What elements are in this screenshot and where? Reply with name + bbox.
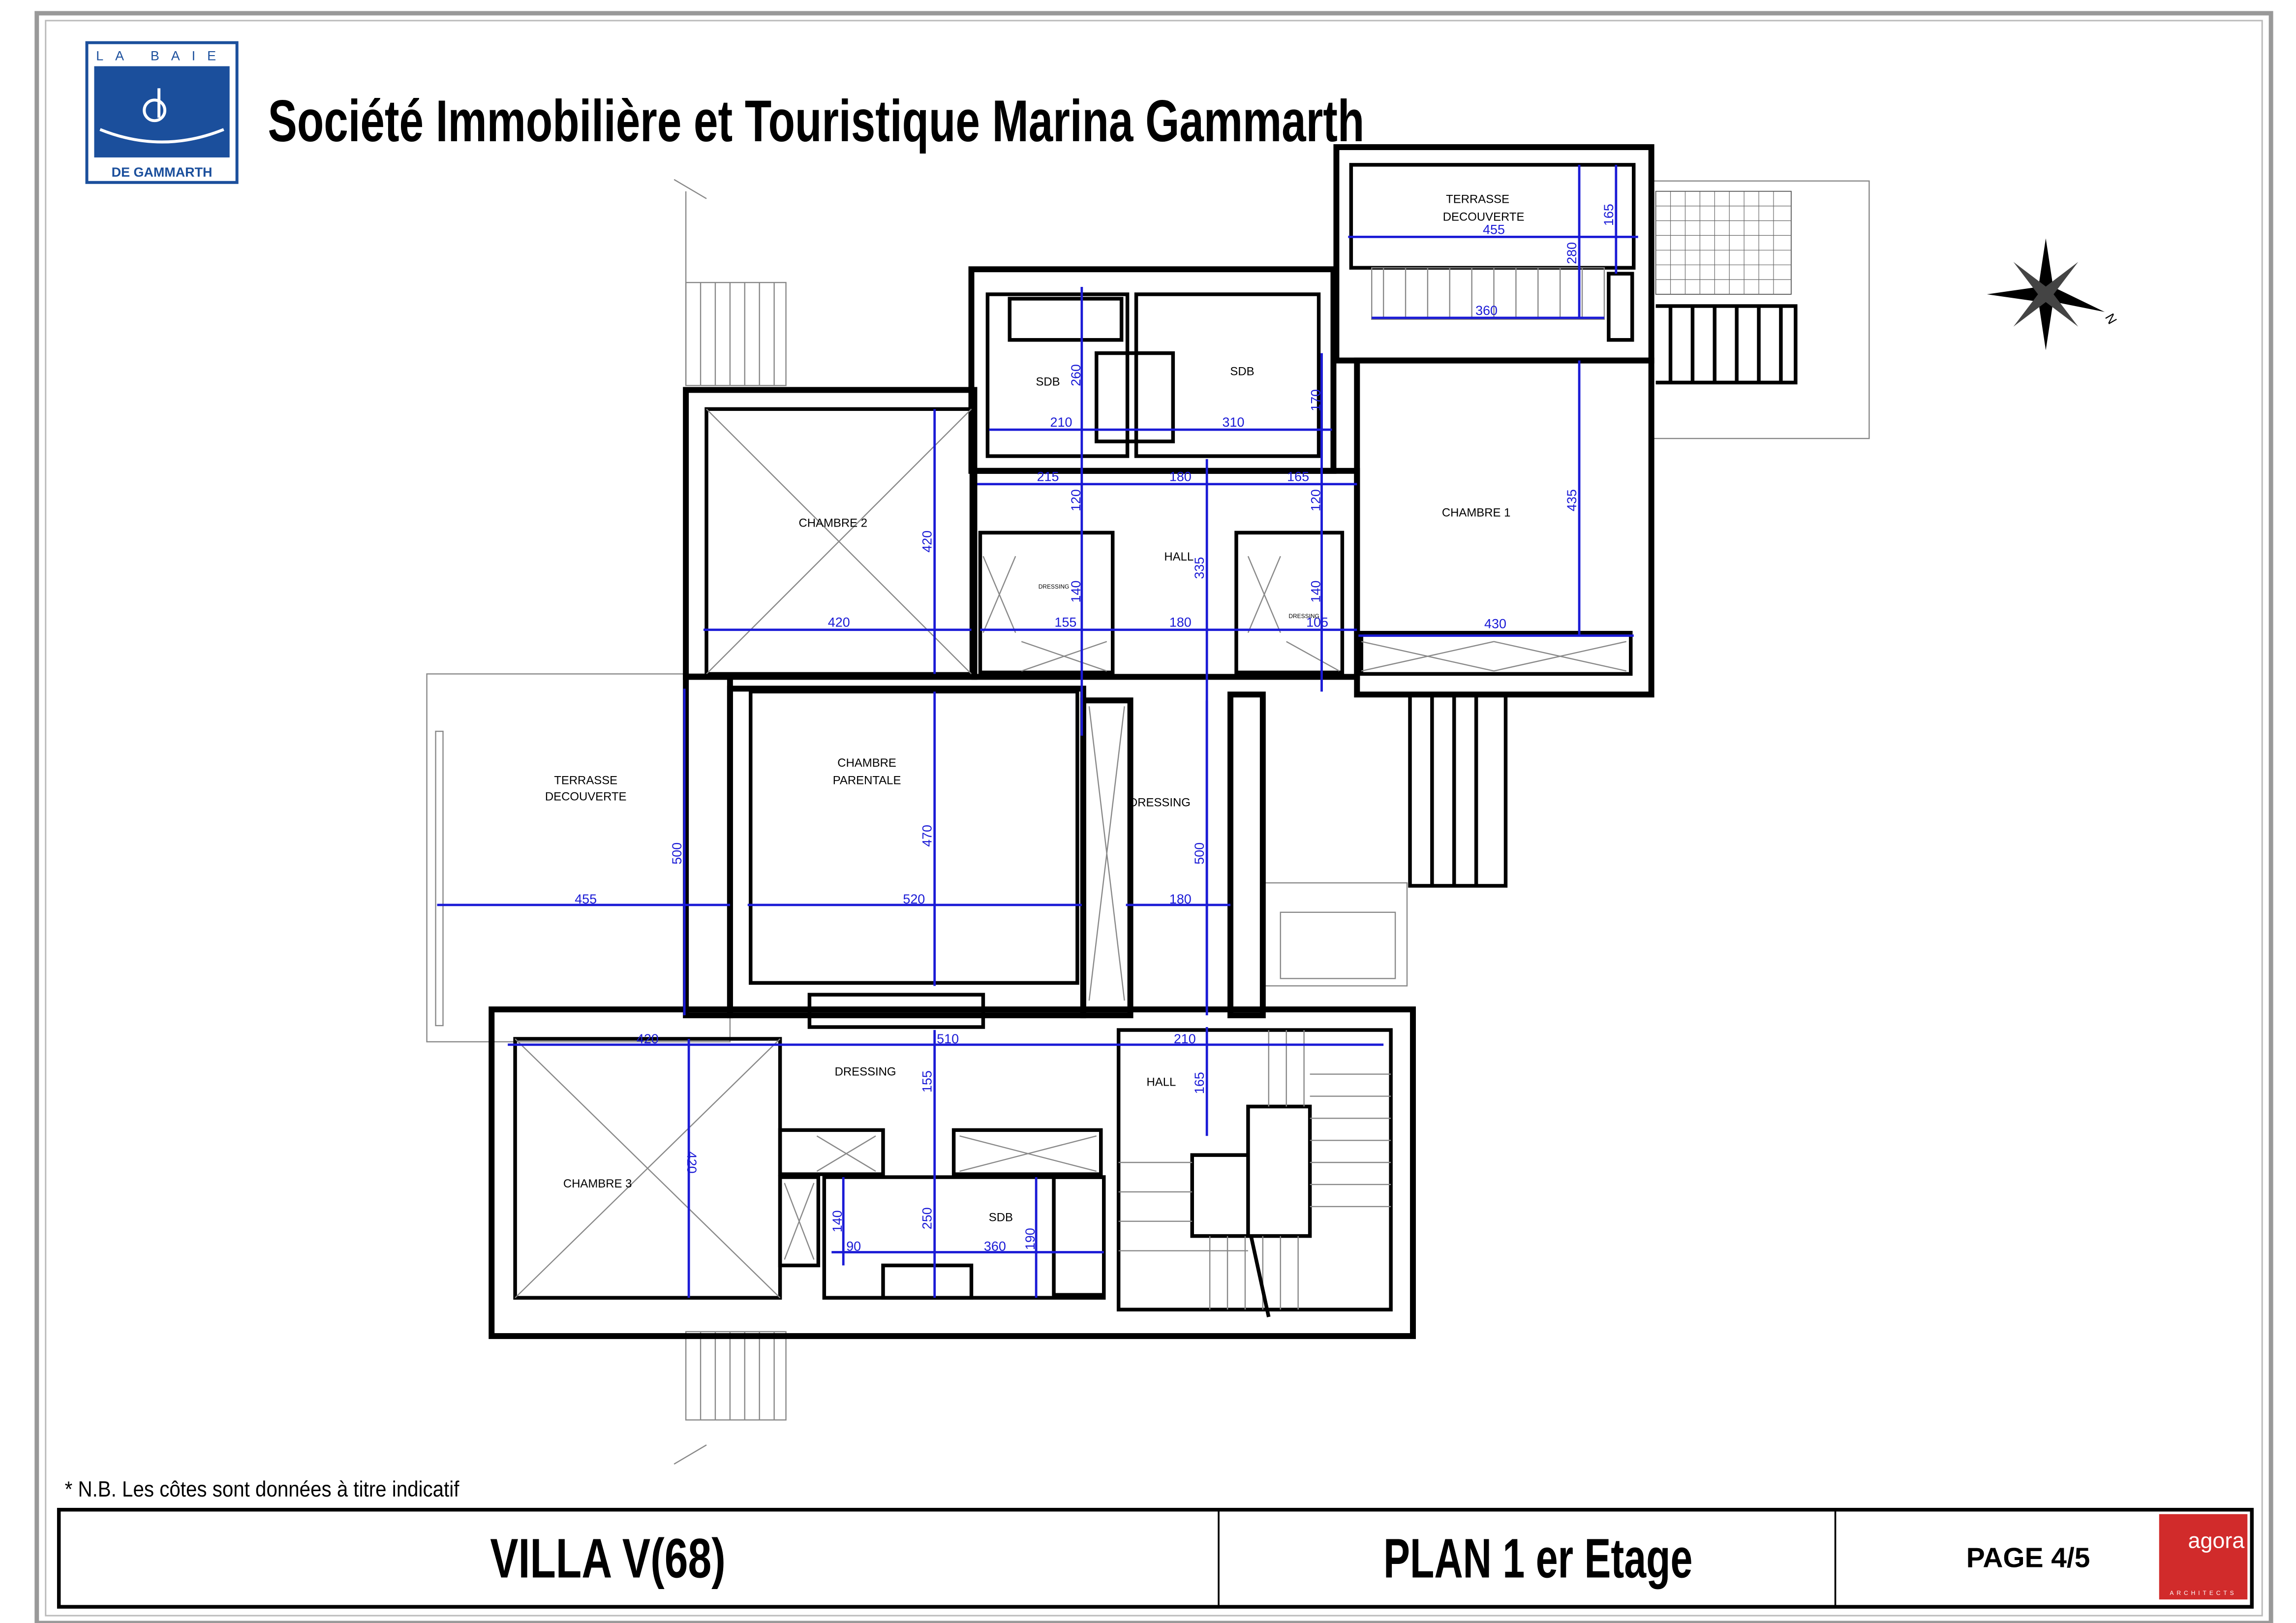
svg-text:140: 140	[1069, 581, 1083, 603]
svg-text:280: 280	[1564, 242, 1579, 264]
svg-text:LA BAIE: LA BAIE	[96, 49, 228, 63]
svg-text:180: 180	[1169, 615, 1192, 630]
svg-text:PARENTALE: PARENTALE	[833, 774, 901, 787]
svg-text:CHAMBRE 1: CHAMBRE 1	[1442, 506, 1511, 520]
svg-text:155: 155	[920, 1070, 935, 1092]
dimension-lines	[437, 164, 1638, 1298]
svg-text:HALL: HALL	[1147, 1076, 1176, 1089]
page-label: PAGE 4/5	[1966, 1542, 2090, 1573]
north-label: N	[2102, 311, 2120, 327]
svg-text:455: 455	[575, 892, 597, 906]
svg-text:SDB: SDB	[989, 1211, 1013, 1224]
svg-text:90: 90	[846, 1239, 861, 1254]
svg-text:500: 500	[1192, 843, 1207, 865]
dimensions-note: * N.B. Les côtes sont données à titre in…	[65, 1476, 459, 1501]
svg-text:120: 120	[1069, 489, 1083, 511]
north-compass-icon	[1987, 238, 2105, 350]
svg-text:470: 470	[920, 825, 935, 847]
svg-text:420: 420	[684, 1152, 699, 1174]
svg-text:DRESSING: DRESSING	[1039, 583, 1069, 590]
sheet-border	[34, 11, 2273, 1623]
svg-text:105: 105	[1306, 615, 1328, 630]
svg-text:190: 190	[1023, 1228, 1038, 1250]
title-block: VILLA V(68) PLAN 1 er Etage PAGE 4/5 ago…	[57, 1508, 2254, 1609]
svg-text:250: 250	[920, 1207, 935, 1229]
svg-text:215: 215	[1037, 469, 1059, 484]
svg-text:DECOUVERTE: DECOUVERTE	[545, 790, 627, 804]
svg-text:180: 180	[1169, 892, 1192, 906]
svg-text:140: 140	[830, 1210, 845, 1232]
svg-text:360: 360	[984, 1239, 1006, 1254]
svg-text:CHAMBRE 2: CHAMBRE 2	[799, 516, 868, 530]
svg-text:510: 510	[937, 1031, 959, 1046]
company-title: Société Immobilière et Touristique Marin…	[268, 89, 1364, 154]
svg-text:SDB: SDB	[1036, 375, 1060, 388]
svg-text:260: 260	[1069, 364, 1083, 386]
svg-text:165: 165	[1601, 204, 1616, 226]
svg-text:420: 420	[920, 531, 935, 553]
svg-text:agora: agora	[2188, 1528, 2245, 1553]
svg-text:520: 520	[903, 892, 925, 906]
svg-text:420: 420	[637, 1031, 659, 1046]
svg-text:CHAMBRE 3: CHAMBRE 3	[563, 1177, 632, 1190]
svg-text:180: 180	[1169, 469, 1192, 484]
svg-text:165: 165	[1192, 1072, 1207, 1094]
svg-text:CHAMBRE: CHAMBRE	[837, 756, 896, 770]
agora-architects-logo: agora ARCHITECTS	[2159, 1514, 2248, 1600]
svg-text:420: 420	[828, 615, 850, 630]
svg-text:170: 170	[1309, 389, 1323, 411]
svg-text:155: 155	[1055, 615, 1077, 630]
svg-text:DRESSING: DRESSING	[1129, 796, 1191, 810]
svg-text:140: 140	[1309, 581, 1323, 603]
svg-text:DRESSING: DRESSING	[1288, 613, 1319, 620]
svg-text:HALL: HALL	[1164, 550, 1194, 563]
room-labels: TERRASSE DECOUVERTE SDB SDB CHAMBRE 2 HA…	[545, 193, 1525, 1224]
villa-label: VILLA V(68)	[490, 1527, 726, 1590]
svg-text:210: 210	[1174, 1031, 1196, 1046]
svg-text:360: 360	[1475, 303, 1498, 318]
svg-text:DE GAMMARTH: DE GAMMARTH	[112, 165, 213, 180]
svg-text:210: 210	[1050, 415, 1072, 430]
svg-text:SDB: SDB	[1230, 365, 1254, 378]
svg-text:165: 165	[1287, 469, 1309, 484]
dimension-labels: 455 360 280 165 260 210 310 170 215 180 …	[575, 204, 1616, 1253]
svg-text:TERRASSE: TERRASSE	[554, 774, 617, 787]
svg-text:120: 120	[1309, 489, 1323, 511]
svg-text:430: 430	[1484, 617, 1506, 631]
baie-gammarth-logo: LA BAIE DE GAMMARTH	[85, 41, 239, 184]
walls	[489, 144, 1654, 1339]
svg-text:500: 500	[670, 843, 684, 865]
svg-text:DRESSING: DRESSING	[835, 1065, 896, 1079]
svg-text:335: 335	[1192, 557, 1207, 579]
plan-label: PLAN 1 er Etage	[1383, 1527, 1692, 1590]
svg-text:ARCHITECTS: ARCHITECTS	[2170, 1590, 2236, 1596]
svg-text:435: 435	[1564, 489, 1579, 511]
svg-text:DECOUVERTE: DECOUVERTE	[1443, 211, 1525, 224]
svg-text:310: 310	[1223, 415, 1245, 430]
svg-text:TERRASSE: TERRASSE	[1446, 193, 1509, 206]
svg-text:455: 455	[1483, 222, 1505, 237]
